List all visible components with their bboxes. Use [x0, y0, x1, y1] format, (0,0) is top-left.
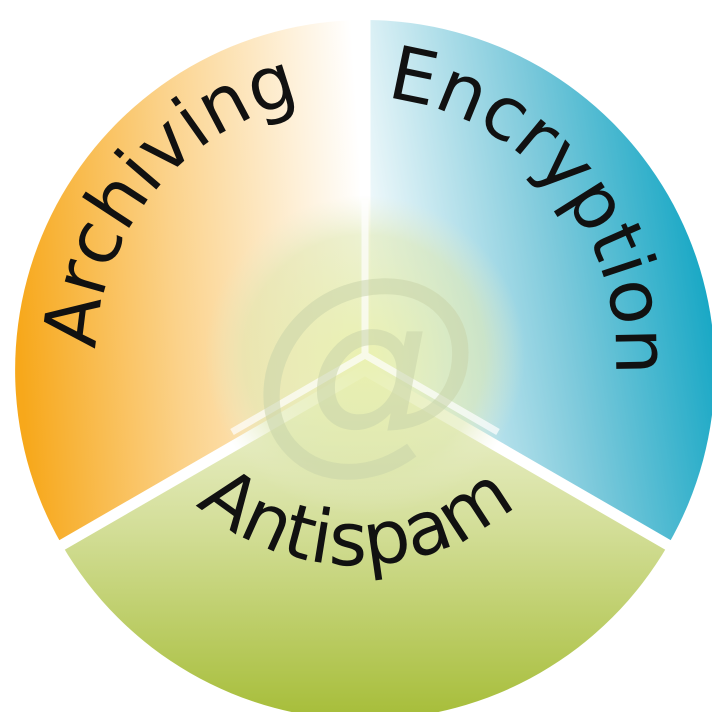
- segment-antispam: [62, 370, 668, 712]
- at-sign-icon: @: [250, 228, 480, 495]
- at-emblem: @: [205, 195, 525, 515]
